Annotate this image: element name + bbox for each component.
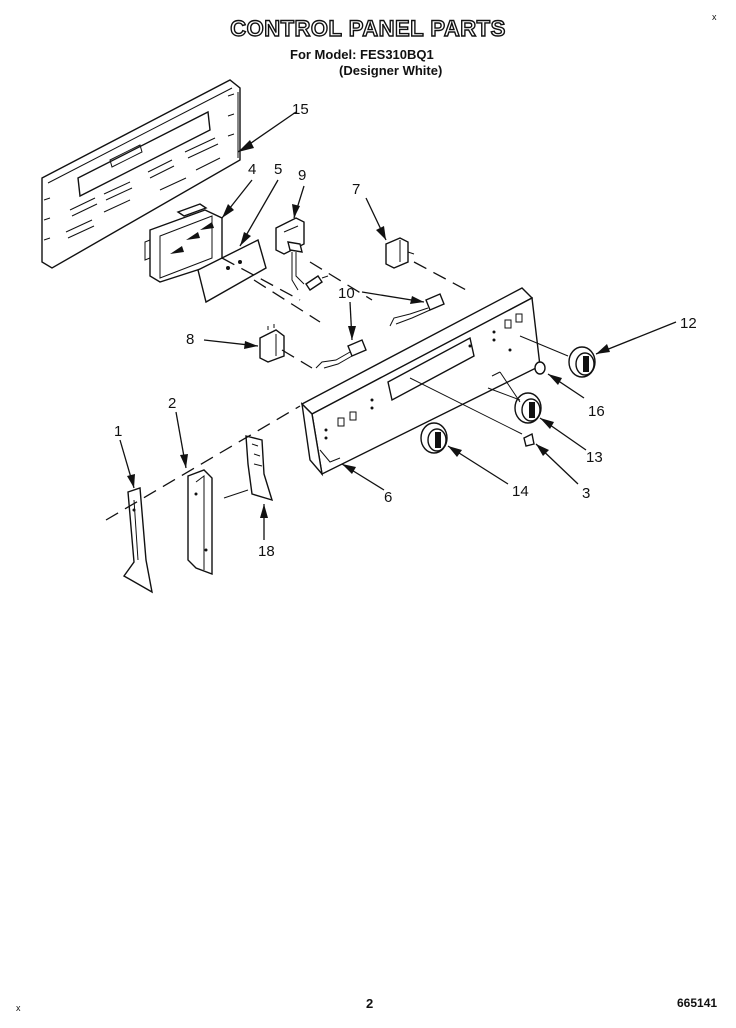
part-4-switch-block <box>144 203 223 283</box>
callout-18: 18 <box>258 543 275 560</box>
callout-12: 12 <box>680 315 697 332</box>
callout-6: 6 <box>384 489 392 506</box>
callout-15: 15 <box>292 101 309 118</box>
callout-13: 13 <box>586 449 603 466</box>
callout-1: 1 <box>114 423 122 440</box>
part-10-wire-harnesses <box>315 293 445 369</box>
callout-16: 16 <box>588 403 605 420</box>
callout-9: 9 <box>298 167 306 184</box>
part-1-end-cap <box>122 487 153 594</box>
part-7-switch <box>385 237 415 269</box>
callout-3: 3 <box>582 485 590 502</box>
part-3-indicator-light <box>523 432 535 447</box>
corner-mark-bottom: x <box>16 1003 21 1013</box>
part-16-button <box>534 361 546 375</box>
variant-line: (Designer White) <box>339 63 443 78</box>
page-title: CONTROL PANEL PARTS <box>230 15 506 41</box>
part-12-knob <box>568 346 596 378</box>
callout-14: 14 <box>512 483 529 500</box>
model-line: For Model: FES310BQ1 <box>290 47 434 62</box>
callout-5: 5 <box>274 161 282 178</box>
callout-7: 7 <box>352 181 360 198</box>
part-18-bracket <box>245 435 274 502</box>
part-2-end-cap <box>187 469 213 576</box>
callout-2: 2 <box>168 395 176 412</box>
part-8-switch <box>259 324 285 363</box>
page-number: 2 <box>366 996 374 1011</box>
callout-10: 10 <box>338 285 355 302</box>
corner-mark-top: x <box>712 12 717 22</box>
leader-lines <box>119 111 677 540</box>
callout-4: 4 <box>248 161 256 178</box>
part-5-insulator-plate <box>197 238 267 304</box>
part-6-control-console <box>300 287 541 477</box>
part-15-back-panel <box>41 79 241 269</box>
part-9-infinite-switch <box>275 217 329 291</box>
document-code: 665141 <box>677 996 718 1010</box>
part-13-knob <box>514 392 542 424</box>
callout-labels: 15 4 5 9 7 10 8 12 16 13 3 14 6 2 1 18 <box>114 101 697 560</box>
part-14-knob <box>420 422 448 454</box>
callout-8: 8 <box>186 331 194 348</box>
